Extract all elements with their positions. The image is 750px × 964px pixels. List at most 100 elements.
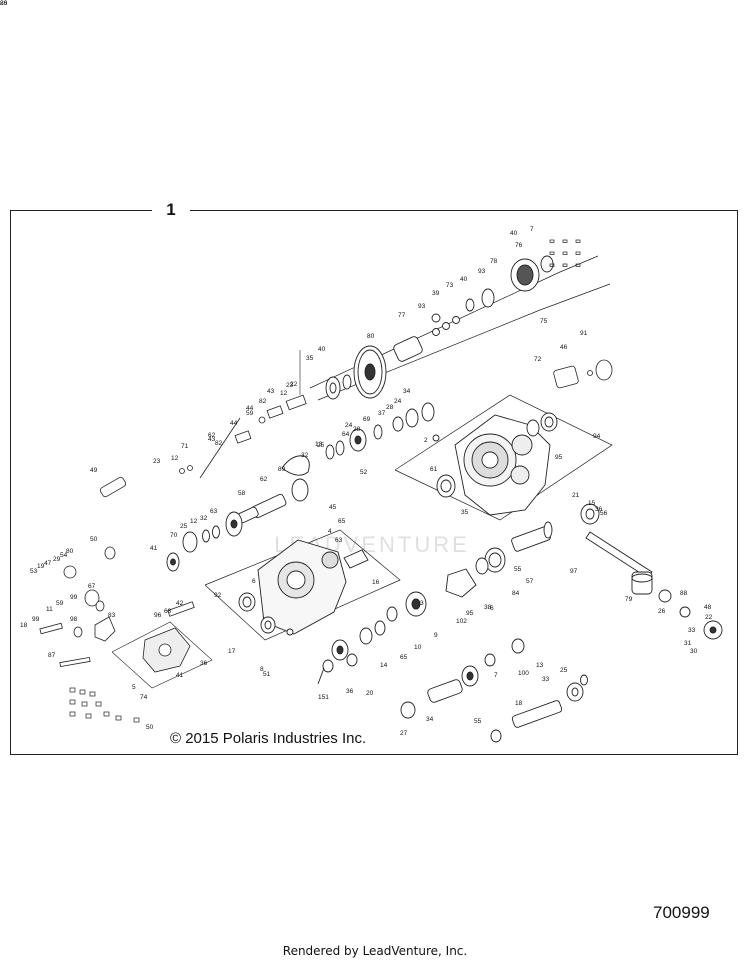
callout-label: 30 (690, 648, 698, 655)
callout-label: 69 (363, 416, 371, 423)
callout-label: 40 (318, 346, 326, 353)
callout-label: 86 (0, 0, 8, 7)
footer-credit: Rendered by LeadVenture, Inc. (282, 944, 468, 958)
callout-label: 41 (176, 672, 184, 679)
copyright-notice: © 2015 Polaris Industries Inc. (170, 730, 367, 747)
callout-label: 53 (30, 568, 38, 575)
callout-label: 8 (260, 666, 264, 673)
callout-label: 71 (181, 443, 189, 450)
callout-label: 92 (214, 592, 222, 599)
callout-label: 42 (176, 600, 184, 607)
callout-label: 76 (515, 242, 523, 249)
callout-label: 59 (56, 600, 64, 607)
callout-label: 6 (252, 578, 256, 585)
callout-label: 25 (560, 667, 568, 674)
callout-label: 28 (386, 404, 394, 411)
callout-label: 54 (60, 552, 68, 559)
callout-label: 20 (0, 0, 8, 7)
bolt-cluster (69, 687, 140, 723)
callout-label: 57 (526, 578, 534, 585)
callout-label: 45 (329, 504, 337, 511)
callout-label: 10 (414, 644, 422, 651)
callout-label: 39 (432, 290, 440, 297)
callout-label: 44 (230, 420, 238, 427)
callout-label: 59 (246, 410, 254, 417)
callout-label: 35 (461, 509, 469, 516)
callout-label: 2 (424, 437, 428, 444)
callout-label: 93 (478, 268, 486, 275)
callout-label: 6 (490, 605, 494, 612)
callout-label: 7 (494, 672, 498, 679)
callout-label: 99 (70, 594, 78, 601)
callout-label: 34 (403, 388, 411, 395)
callout-label: 43 (208, 436, 216, 443)
callout-label: 32 (200, 515, 208, 522)
callout-label: 84 (512, 590, 520, 597)
callout-label: 70 (170, 532, 178, 539)
callout-label: 80 (66, 548, 74, 555)
callout-label: 34 (426, 716, 434, 723)
callout-label: 19 (37, 563, 45, 570)
callout-label: 88 (680, 590, 688, 597)
callout-label: 99 (32, 616, 40, 623)
callout-label: 33 (542, 676, 550, 683)
callout-label: 32 (301, 452, 309, 459)
callout-label: 80 (367, 333, 375, 340)
callout-label: 151 (318, 694, 329, 701)
callout-label: 98 (70, 616, 78, 623)
callout-label: 82 (259, 398, 267, 405)
callout-label: 28 (353, 426, 361, 433)
callout-label: 14 (380, 662, 388, 669)
callout-label: 91 (580, 330, 588, 337)
left-case-group (204, 529, 401, 641)
middle-shaft-group (166, 402, 435, 572)
callout-label: 47 (44, 560, 52, 567)
callout-label: 65 (400, 654, 408, 661)
callout-label: 46 (560, 344, 568, 351)
callout-label: 31 (684, 640, 692, 647)
lower-shaft-group (317, 547, 588, 743)
callout-label: 62 (260, 476, 268, 483)
callout-label: 62 (208, 432, 216, 439)
callout-label: 95 (466, 610, 474, 617)
callout-label: 25 (180, 523, 188, 530)
callout-label: 55 (514, 566, 522, 573)
callout-label: 44 (246, 405, 254, 412)
callout-label: 13 (315, 441, 323, 448)
callout-label: 36 (200, 660, 208, 667)
callout-label: 4 (328, 528, 332, 535)
callout-label: 58 (238, 490, 246, 497)
callout-label: 63 (335, 537, 343, 544)
callout-label: 23 (286, 382, 294, 389)
callout-label: 79 (625, 596, 633, 603)
callout-label: 9 (434, 632, 438, 639)
callout-label: 22 (290, 381, 298, 388)
callout-label: 36 (595, 506, 603, 513)
callout-label: 93 (418, 303, 426, 310)
callout-label: 75 (540, 318, 548, 325)
callout-label: 97 (570, 568, 578, 575)
callout-label: 49 (90, 467, 98, 474)
callout-label: 40 (510, 230, 518, 237)
callout-label: 55 (474, 718, 482, 725)
callout-label: 43 (267, 388, 275, 395)
callout-label: 13 (536, 662, 544, 669)
callout-label: 100 (518, 670, 529, 677)
callout-label: 52 (360, 469, 368, 476)
callout-label: 40 (460, 276, 468, 283)
callout-label: 65 (338, 518, 346, 525)
callout-label: 51 (263, 671, 271, 678)
callout-label: 16 (372, 579, 380, 586)
callout-label: 77 (398, 312, 406, 319)
callout-label: 3 (420, 600, 424, 607)
callout-label: 48 (704, 604, 712, 611)
callout-label: 61 (430, 466, 438, 473)
callout-label: 5 (132, 684, 136, 691)
callout-label: 37 (378, 410, 386, 417)
callout-label: 18 (515, 700, 523, 707)
callout-label: 15 (588, 500, 596, 507)
callout-label: 11 (46, 606, 53, 613)
callout-label: 21 (572, 492, 580, 499)
callout-label: 83 (108, 612, 116, 619)
shift-fork-group (179, 394, 307, 479)
